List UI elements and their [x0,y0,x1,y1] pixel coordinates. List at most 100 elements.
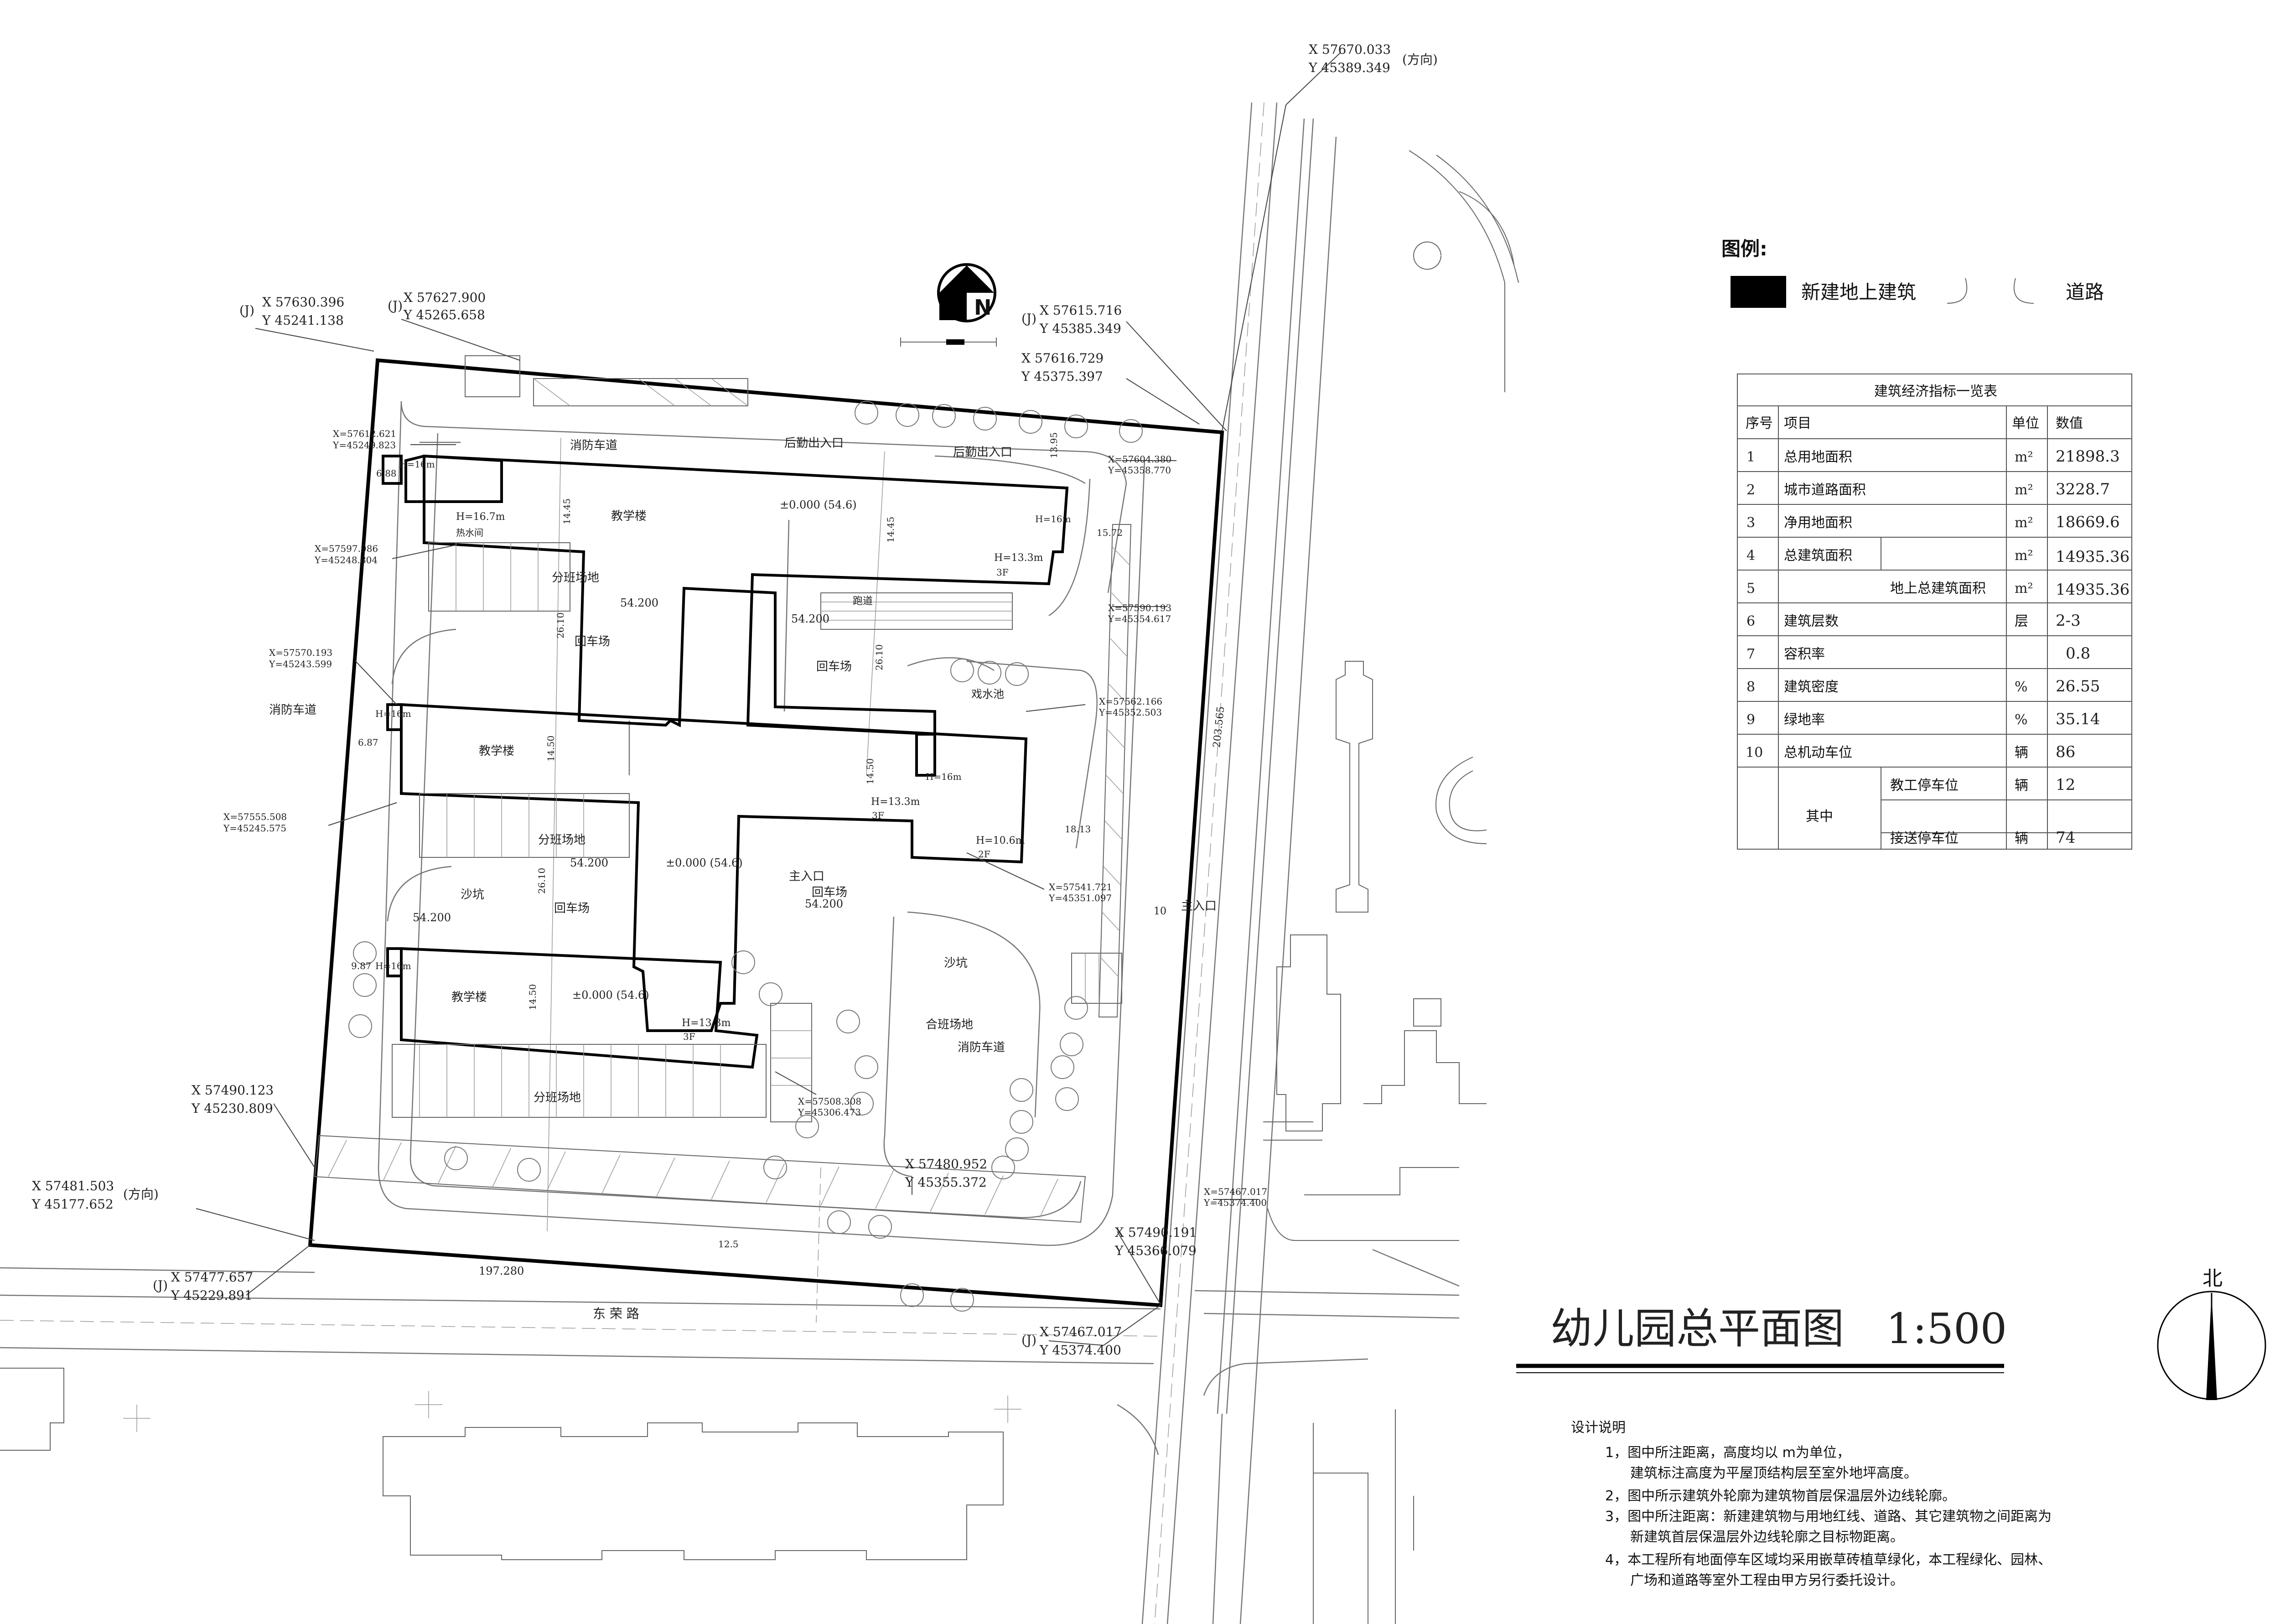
svg-text:14935.36: 14935.36 [2056,548,2130,566]
svg-text:21898.3: 21898.3 [2056,447,2120,466]
trees [348,401,1143,1312]
svg-text:26.55: 26.55 [2056,677,2100,695]
svg-text:%: % [2015,712,2028,728]
coord-y: Y 45366.079 [1114,1243,1197,1258]
svg-text:m²: m² [2015,449,2033,465]
svg-text:辆: 辆 [2015,778,2028,794]
coord-x: X 57615.716 [1040,303,1122,318]
svg-text:m²: m² [2015,581,2033,597]
parking [314,355,1132,1223]
svg-text:H=16.7m: H=16.7m [456,511,505,523]
svg-text:跑道: 跑道 [853,596,873,607]
coord-y: Y 45355.372 [905,1175,987,1190]
svg-text:X=57508.308: X=57508.308 [798,1096,861,1107]
coord-x: X 57616.729 [1021,351,1104,366]
coord-x: X 57490.123 [192,1083,274,1098]
svg-text:2: 2 [1746,482,1755,498]
svg-text:H=16m: H=16m [399,459,435,470]
coord-y: Y 45389.349 [1308,60,1390,75]
svg-text:教学楼: 教学楼 [611,509,647,523]
svg-text:203.565: 203.565 [1211,706,1227,748]
svg-text:H=16m: H=16m [926,771,962,782]
coord-prefix: (J) [153,1278,168,1293]
svg-text:54.200: 54.200 [791,612,829,625]
svg-text:X=57541.721: X=57541.721 [1049,882,1112,892]
svg-text:主入口: 主入口 [789,870,824,883]
svg-text:建筑标注高度为平屋顶结构层至室外地坪高度。: 建筑标注高度为平屋顶结构层至室外地坪高度。 [1630,1465,1917,1481]
svg-text:分班场地: 分班场地 [538,833,586,847]
coord-prefix: (J) [1021,311,1036,326]
site-labels: 消防车道 后勤出入口 后勤出入口 教学楼 H=16.7m 热水间 H=16m H… [269,432,1227,1321]
internal-roads [378,401,1145,1323]
svg-text:消防车道: 消防车道 [269,703,316,717]
coord-x: X 57627.900 [404,290,486,305]
coord-x: X 57670.033 [1309,42,1391,57]
svg-text:总建筑面积: 总建筑面积 [1784,548,1852,564]
svg-text:H=16m: H=16m [375,960,411,971]
coord-y: Y 45230.809 [191,1101,273,1116]
coord-prefix: (J) [388,298,403,313]
legend-road-swatch [1947,278,1968,304]
svg-text:14.45: 14.45 [561,498,572,524]
svg-text:Y=45374.400: Y=45374.400 [1203,1197,1267,1208]
svg-text:3F: 3F [996,567,1009,578]
coord-y: Y 45375.397 [1021,369,1103,384]
coord-x: X 57630.396 [262,295,344,310]
svg-text:X=57555.508: X=57555.508 [223,811,287,822]
indicators-table: 建筑经济指标一览表 序号 项目 单位 数值 1 总用地面积 m² 21898.3… [1737,374,2132,850]
coord-suffix: (方向) [1402,52,1438,67]
notes-title: 设计说明 [1571,1420,1626,1436]
svg-text:主入口: 主入口 [1181,899,1217,913]
svg-text:净用地面积: 净用地面积 [1784,515,1852,531]
svg-text:9.87: 9.87 [351,960,372,971]
svg-text:54.200: 54.200 [570,856,608,869]
svg-text:12.5: 12.5 [718,1239,739,1250]
svg-text:8: 8 [1746,679,1755,695]
svg-text:5: 5 [1746,581,1755,597]
svg-text:建筑层数: 建筑层数 [1784,613,1839,629]
svg-text:数值: 数值 [2056,415,2083,431]
svg-text:Y=45245.575: Y=45245.575 [223,823,286,834]
coord-prefix: (J) [239,303,254,318]
svg-text:建筑密度: 建筑密度 [1784,679,1839,695]
coord-y: Y 45241.138 [262,313,344,328]
svg-text:X=57590.193: X=57590.193 [1108,602,1171,613]
svg-text:13.95: 13.95 [1048,432,1059,458]
svg-text:H=13.3m: H=13.3m [871,796,920,808]
svg-text:消防车道: 消防车道 [958,1041,1005,1054]
svg-text:Y=45351.097: Y=45351.097 [1048,892,1112,903]
svg-text:3228.7: 3228.7 [2056,480,2110,498]
svg-text:10: 10 [1154,906,1166,917]
svg-text:沙坑: 沙坑 [461,888,484,902]
svg-text:54.200: 54.200 [805,898,843,910]
svg-text:18669.6: 18669.6 [2056,513,2120,531]
svg-text:6.88: 6.88 [376,468,397,479]
drawing-title: 幼儿园总平面图 1:500 [1550,1304,2007,1353]
svg-text:后勤出入口: 后勤出入口 [953,446,1012,459]
svg-text:序号: 序号 [1746,415,1773,431]
svg-text:Y=45243.599: Y=45243.599 [269,659,332,669]
svg-text:9: 9 [1746,712,1755,728]
svg-text:辆: 辆 [2015,745,2028,761]
coord-x: X 57480.952 [905,1157,987,1172]
svg-text:城市道路面积: 城市道路面积 [1784,482,1866,498]
svg-text:接送停车位: 接送停车位 [1890,830,1959,846]
svg-text:26.10: 26.10 [555,612,566,638]
legend: 图例: 新建地上建筑 道路 [1721,238,2104,308]
svg-text:东 荣 路: 东 荣 路 [593,1306,639,1321]
svg-text:地上总建筑面积: 地上总建筑面积 [1890,581,1986,597]
svg-text:项目: 项目 [1784,415,1811,431]
svg-text:14.45: 14.45 [885,517,896,543]
svg-text:14.50: 14.50 [527,984,538,1010]
svg-text:绿地率: 绿地率 [1784,712,1825,728]
legend-building-label: 新建地上建筑 [1801,281,1916,303]
svg-text:总用地面积: 总用地面积 [1784,449,1852,465]
svg-text:%: % [2015,679,2028,695]
svg-text:H=16m: H=16m [1035,514,1071,524]
svg-text:±0.000 (54.6): ±0.000 (54.6) [780,498,857,511]
svg-text:3F: 3F [683,1031,695,1042]
svg-text:分班场地: 分班场地 [534,1091,581,1105]
svg-text:H=13.3m: H=13.3m [682,1017,731,1029]
svg-text:6: 6 [1746,613,1755,629]
svg-text:197.280: 197.280 [479,1265,524,1277]
